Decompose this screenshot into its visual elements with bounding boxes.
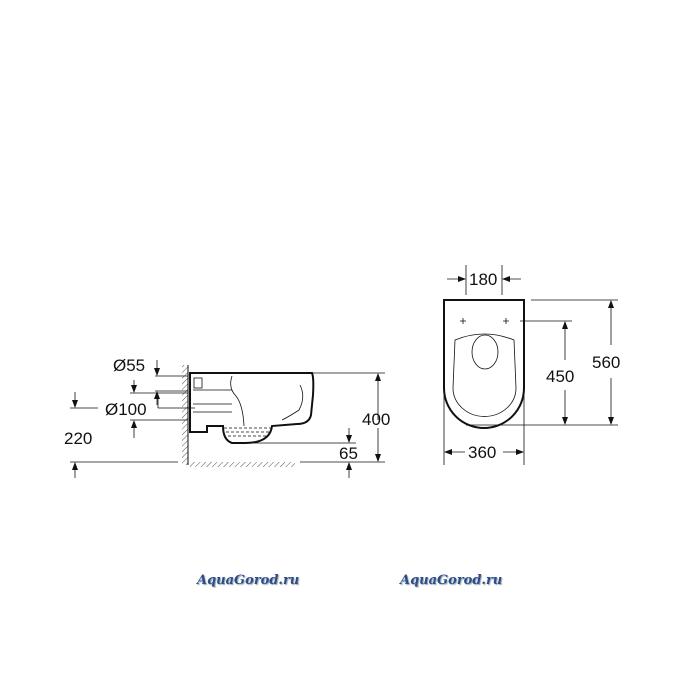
fixing-spacing-label: 180 xyxy=(469,270,497,289)
bowl-opening xyxy=(471,334,499,370)
side-view xyxy=(70,360,385,478)
bowl-clearance-label: 65 xyxy=(339,444,358,463)
fixing-to-front-label: 450 xyxy=(546,367,574,386)
pipe-large-label: Ø100 xyxy=(105,400,147,419)
inlet-height-label: 220 xyxy=(64,429,92,448)
width-label: 360 xyxy=(468,443,496,462)
plan-view xyxy=(443,265,618,465)
pipe-small-label: Ø55 xyxy=(113,356,145,375)
length-label: 560 xyxy=(592,353,620,372)
watermark-left: AquaGorod.ru xyxy=(197,573,300,588)
floor-hatch xyxy=(190,462,295,467)
watermark-right: AquaGorod.ru xyxy=(400,573,503,588)
wall-hatch xyxy=(182,365,188,465)
toilet-side-outline xyxy=(189,372,315,444)
total-height-label: 400 xyxy=(362,410,390,429)
toilet-plan-outline xyxy=(443,299,525,429)
seat-outline xyxy=(452,333,517,417)
